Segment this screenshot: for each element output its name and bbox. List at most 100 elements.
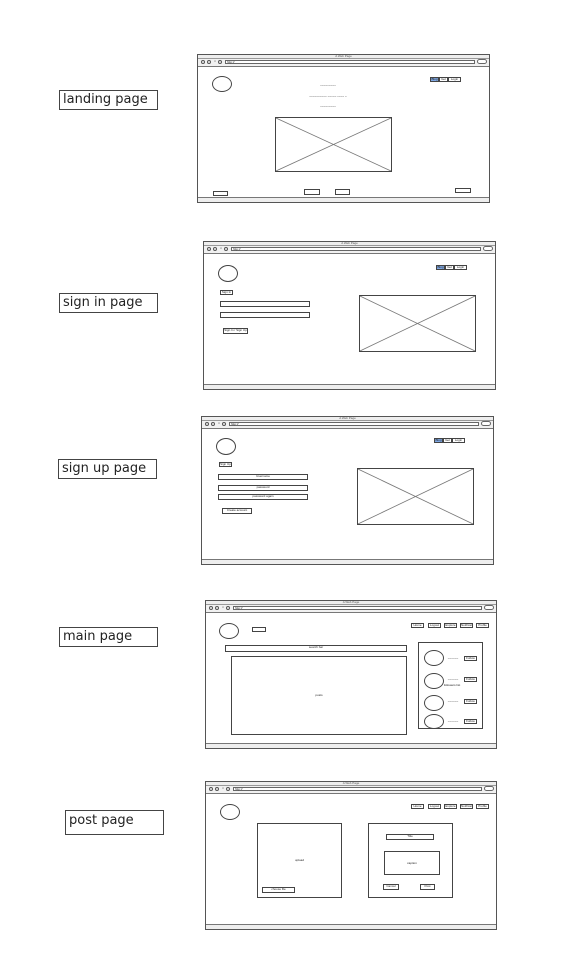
forward-icon[interactable]: [213, 247, 217, 251]
tab-get[interactable]: Get: [445, 265, 454, 270]
close-icon[interactable]: ×: [218, 421, 220, 425]
create-account-button[interactable]: Create account: [222, 508, 252, 514]
forward-icon[interactable]: [215, 606, 219, 610]
search-bar[interactable]: search bar: [225, 645, 407, 652]
close-icon[interactable]: ×: [214, 59, 216, 63]
post-button[interactable]: Post: [420, 884, 435, 890]
window-titlebar: A Web Page: [198, 54, 489, 59]
main-page-wireframe: A Web Page × http:// Home Logout Explore…: [205, 600, 497, 749]
url-bar[interactable]: http://: [233, 606, 482, 610]
tab-home[interactable]: Home: [411, 804, 424, 809]
post-page-wireframe: A Web Page × http:// Home Logout Explore…: [205, 781, 497, 930]
tab-profile[interactable]: Profile: [476, 623, 489, 628]
logo: [219, 623, 239, 639]
tab-blog[interactable]: Blog: [430, 77, 439, 82]
tab-login[interactable]: Login: [454, 265, 467, 270]
caption-field[interactable]: caption: [384, 851, 440, 875]
tab-get[interactable]: Get: [443, 438, 452, 443]
url-bar[interactable]: http://: [225, 60, 475, 64]
tab-login[interactable]: Login: [448, 77, 461, 82]
suggestions-panel: ~~~~~~ Follow ~~~~~~ Follow followers li…: [418, 642, 483, 729]
upload-label: upload: [294, 858, 304, 862]
window-title: A Web Page: [335, 54, 352, 58]
tab-notifications[interactable]: Notifications: [460, 623, 473, 628]
home-icon[interactable]: [226, 787, 230, 791]
title-field[interactable]: Title: [386, 834, 434, 840]
browser-toolbar: × http://: [206, 605, 496, 613]
password-field[interactable]: password: [218, 485, 308, 491]
back-icon[interactable]: [201, 60, 205, 64]
url-bar[interactable]: http://: [229, 422, 479, 426]
home-icon[interactable]: [224, 247, 228, 251]
browser-toolbar: × http://: [204, 246, 495, 254]
tab-logout[interactable]: Logout: [428, 804, 441, 809]
tab-blog[interactable]: Blog: [434, 438, 443, 443]
back-icon[interactable]: [209, 787, 213, 791]
forward-icon[interactable]: [215, 787, 219, 791]
home-icon[interactable]: [226, 606, 230, 610]
password-field[interactable]: [220, 312, 310, 318]
main-small-button[interactable]: [252, 627, 266, 632]
back-icon[interactable]: [205, 422, 209, 426]
posts-feed-label: posts: [315, 693, 323, 697]
suggestion-avatar-2: [424, 673, 444, 689]
follow-button-4[interactable]: Follow: [464, 719, 477, 724]
browser-toolbar: × http://: [202, 421, 493, 429]
search-icon[interactable]: [484, 786, 494, 791]
home-icon[interactable]: [218, 60, 222, 64]
follow-button-2[interactable]: Follow: [464, 677, 477, 682]
forward-icon[interactable]: [211, 422, 215, 426]
logo: [212, 76, 232, 92]
url-bar[interactable]: http://: [233, 787, 482, 791]
back-icon[interactable]: [207, 247, 211, 251]
post-details-panel: Title caption Cancel Post: [368, 823, 453, 898]
footer-button-center-2[interactable]: [335, 189, 350, 195]
window-title: A Web Page: [339, 416, 356, 420]
tab-explore[interactable]: Explore: [444, 804, 457, 809]
footer-button-center-1[interactable]: [304, 189, 320, 195]
suggestion-avatar-3: [424, 695, 444, 711]
logo: [216, 438, 236, 455]
choose-file-button[interactable]: choose file: [262, 887, 295, 893]
tab-get[interactable]: Get: [439, 77, 448, 82]
close-icon[interactable]: ×: [222, 605, 224, 609]
window-titlebar: A Web Page: [206, 781, 496, 786]
follow-button-3[interactable]: Follow: [464, 699, 477, 704]
browser-toolbar: × http://: [198, 59, 489, 67]
window-titlebar: A Web Page: [206, 600, 496, 605]
suggestion-name-3: ~~~~~~: [447, 699, 459, 703]
search-icon[interactable]: [484, 605, 494, 610]
logo: [220, 804, 240, 820]
tab-notifications[interactable]: Notifications: [460, 804, 473, 809]
signin-submit-button[interactable]: Sign In / Sign Up: [223, 328, 248, 334]
home-icon[interactable]: [222, 422, 226, 426]
signin-heading: Sign In: [220, 290, 233, 295]
signup-page-label: sign up page: [58, 459, 157, 479]
tab-logout[interactable]: Logout: [428, 623, 441, 628]
tab-home[interactable]: Home: [411, 623, 424, 628]
close-icon[interactable]: ×: [222, 786, 224, 790]
tab-explore[interactable]: Explore: [444, 623, 457, 628]
tab-login[interactable]: Login: [452, 438, 465, 443]
window-titlebar: A Web Page: [202, 416, 493, 421]
hero-image-placeholder: [275, 117, 392, 172]
status-bar: [204, 384, 495, 389]
tab-profile[interactable]: Profile: [476, 804, 489, 809]
back-icon[interactable]: [209, 606, 213, 610]
search-icon[interactable]: [477, 59, 487, 64]
caption-label: caption: [407, 861, 417, 865]
username-field[interactable]: [220, 301, 310, 307]
search-icon[interactable]: [481, 421, 491, 426]
footer-button-left[interactable]: [213, 191, 228, 196]
username-field[interactable]: Username: [218, 474, 308, 480]
close-icon[interactable]: ×: [220, 246, 222, 250]
forward-icon[interactable]: [207, 60, 211, 64]
footer-button-right[interactable]: [455, 188, 471, 193]
password-again-field[interactable]: password again: [218, 494, 308, 500]
tab-blog[interactable]: Blog: [436, 265, 445, 270]
search-icon[interactable]: [483, 246, 493, 251]
signup-image-placeholder: [357, 468, 474, 525]
follow-button-1[interactable]: Follow: [464, 656, 477, 661]
url-bar[interactable]: http://: [231, 247, 481, 251]
cancel-button[interactable]: Cancel: [383, 884, 399, 890]
